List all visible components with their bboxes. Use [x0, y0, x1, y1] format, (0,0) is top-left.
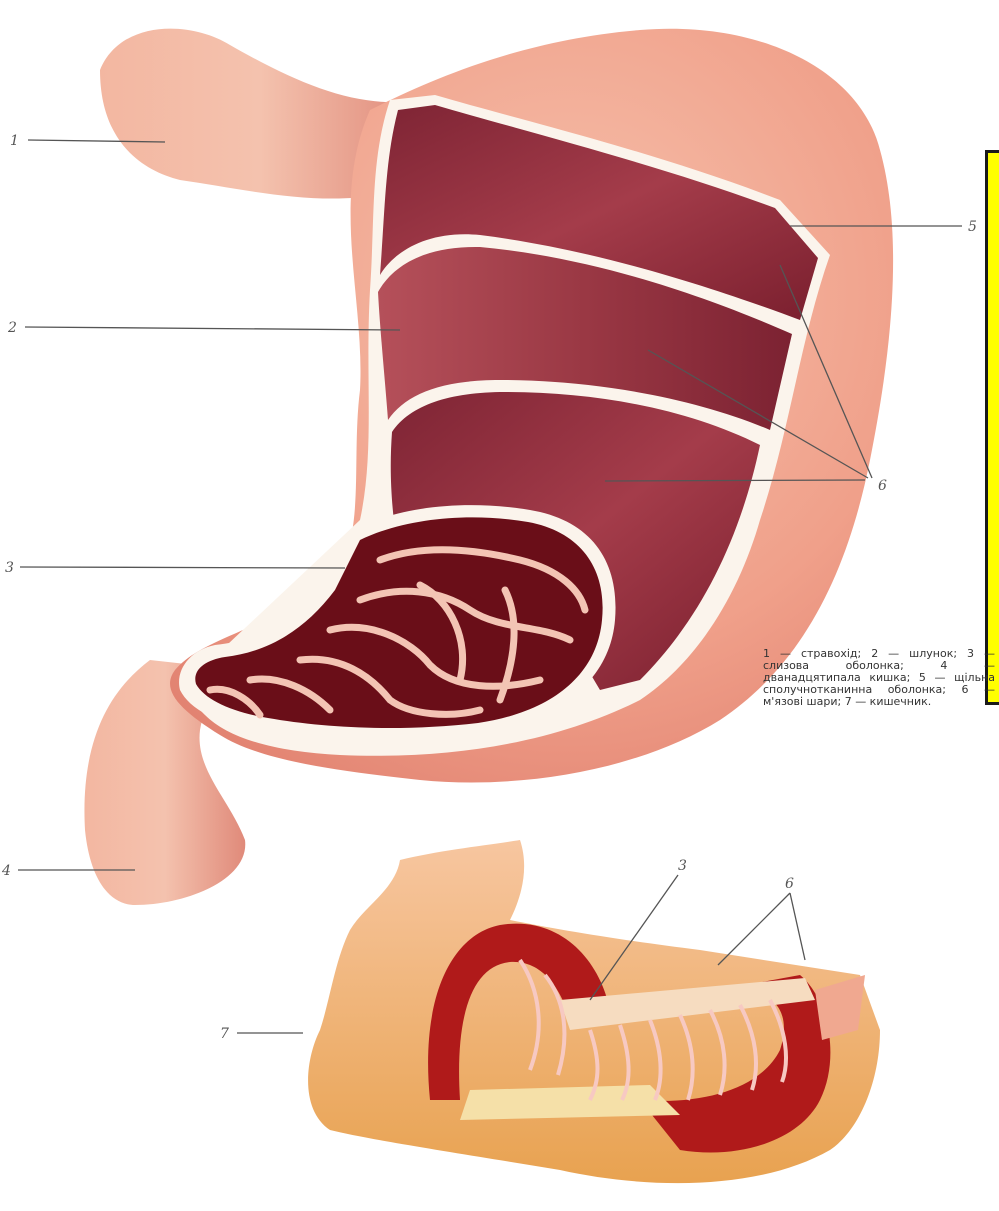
label-2-stomach: 2	[7, 320, 17, 336]
label-1-esophagus: 1	[10, 133, 19, 149]
label-3-mucosa: 3	[5, 560, 14, 576]
label-7-intestine: 7	[220, 1026, 229, 1042]
label-6-muscle-layers: 6	[878, 478, 887, 494]
figure-caption: 1 — стравохід; 2 — шлунок; 3 — слизова о…	[763, 648, 995, 708]
label-4-duodenum: 4	[1, 863, 11, 879]
label-5-serosa: 5	[968, 219, 977, 235]
intestine-floor	[460, 1085, 680, 1120]
highlight-box	[985, 150, 999, 705]
label-6-intestine-muscle: 6	[785, 876, 794, 892]
label-3-intestine-mucosa: 3	[678, 858, 687, 874]
